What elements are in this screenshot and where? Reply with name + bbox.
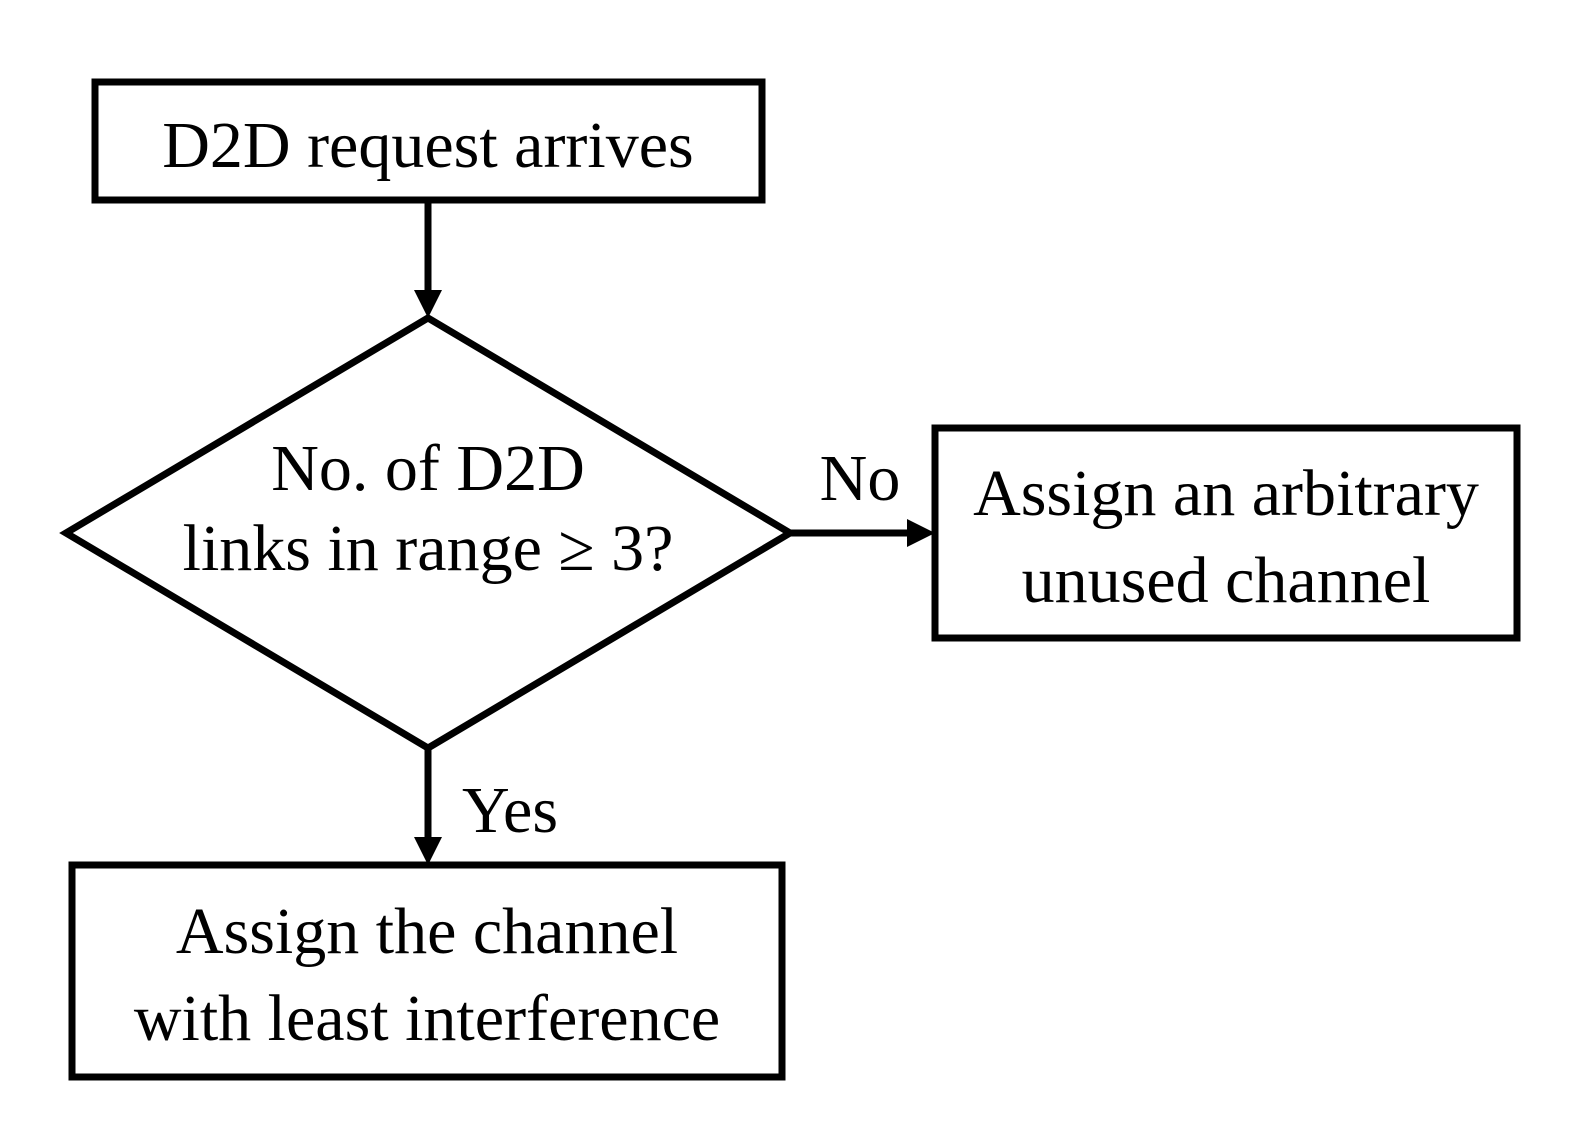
- arrowhead-start-to-decision: [414, 290, 442, 318]
- arrowhead-decision-to-yes: [414, 837, 442, 865]
- start-node: D2D request arrives: [91, 78, 766, 204]
- arrowhead-decision-to-no: [907, 519, 935, 547]
- yes-edge-label: Yes: [462, 774, 558, 847]
- yes-action-label-line2: with least interference: [134, 982, 720, 1055]
- yes-action-node: Assign the channel with least interferen…: [68, 861, 786, 1081]
- no-action-node: Assign an arbitrary unused channel: [931, 424, 1521, 642]
- no-edge-label: No: [820, 442, 901, 515]
- no-action-label-line1: Assign an arbitrary: [973, 457, 1479, 530]
- decision-label-line1: No. of D2D: [271, 432, 584, 505]
- no-action-box: [931, 424, 1521, 642]
- start-label: D2D request arrives: [162, 109, 693, 182]
- yes-action-box: [68, 861, 786, 1081]
- decision-label-line2: links in range ≥ 3?: [183, 512, 674, 585]
- yes-action-label-line1: Assign the channel: [176, 895, 678, 968]
- no-action-label-line2: unused channel: [1022, 544, 1431, 617]
- decision-node: No. of D2D links in range ≥ 3?: [59, 313, 797, 753]
